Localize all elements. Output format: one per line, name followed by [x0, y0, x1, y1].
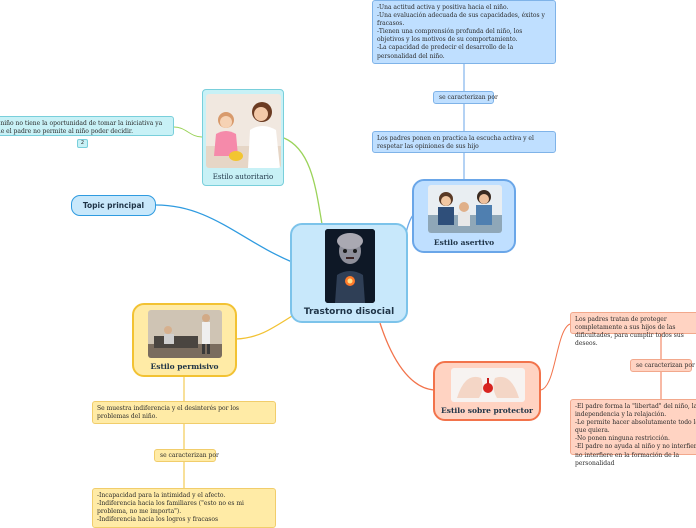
- asertivo-node[interactable]: Estilo asertivo: [412, 179, 516, 253]
- autoritario-title: Estilo autoritario: [212, 173, 274, 181]
- link-central-autoritario: [283, 137, 323, 225]
- asertivo-title: Estilo asertivo: [433, 238, 495, 247]
- protector-image: [451, 368, 525, 402]
- central-image: [325, 229, 375, 303]
- topic-principal-node[interactable]: Topic principal: [71, 195, 156, 216]
- link-central-topic: [155, 204, 293, 263]
- link-central-protector: [379, 322, 435, 391]
- topic-principal-label: Topic principal: [82, 201, 145, 210]
- permisivo-top-note-text: Se muestra indiferencia y el desinterés …: [97, 405, 240, 421]
- permisivo-title: Estilo permisivo: [150, 362, 219, 371]
- asertivo-top-note-text: -Una actitud activa y positiva hacia el …: [377, 4, 545, 60]
- permisivo-bottom-note[interactable]: -Incapacidad para la intimidad y el afec…: [92, 488, 276, 528]
- protector-title: Estilo sobre protector: [441, 406, 533, 415]
- protector-top-note[interactable]: Los padres tratan de proteger completame…: [570, 312, 696, 347]
- asertivo-mid-note-text: Los padres ponen en practica la escucha …: [377, 135, 534, 151]
- autoritario-badge[interactable]: 2: [77, 139, 88, 148]
- protector-node[interactable]: Estilo sobre protector: [433, 361, 541, 421]
- permisivo-top-note[interactable]: Se muestra indiferencia y el desinterés …: [92, 401, 276, 424]
- protector-top-note-text: Los padres tratan de proteger completame…: [575, 316, 684, 348]
- protector-connector[interactable]: se caracterizan por: [630, 359, 695, 372]
- central-topic-node[interactable]: Trastorno disocial: [290, 223, 408, 323]
- asertivo-image: [428, 185, 502, 233]
- link-protector-top: [540, 323, 571, 391]
- autoritario-node[interactable]: Estilo autoritario: [202, 89, 284, 186]
- protector-bottom-note[interactable]: -El padre forma la "libertad" del niño, …: [570, 399, 696, 467]
- autoritario-note-text: el niño no tiene la oportunidad de tomar…: [0, 120, 163, 136]
- central-title: Trastorno disocial: [303, 307, 395, 317]
- autoritario-note[interactable]: el niño no tiene la oportunidad de tomar…: [0, 116, 174, 136]
- asertivo-connector[interactable]: se caracterizan por: [433, 91, 498, 104]
- autoritario-image: [206, 94, 281, 168]
- link-central-permisivo: [235, 315, 293, 340]
- permisivo-image: [148, 310, 222, 358]
- permisivo-node[interactable]: Estilo permisivo: [132, 303, 237, 377]
- link-autoritario-note: [173, 126, 203, 138]
- permisivo-connector[interactable]: se caracterizan por: [154, 449, 219, 462]
- asertivo-mid-note[interactable]: Los padres ponen en practica la escucha …: [372, 131, 556, 153]
- protector-bottom-note-text: -El padre forma la "libertad" del niño, …: [575, 403, 696, 467]
- asertivo-top-note[interactable]: -Una actitud activa y positiva hacia el …: [372, 0, 556, 64]
